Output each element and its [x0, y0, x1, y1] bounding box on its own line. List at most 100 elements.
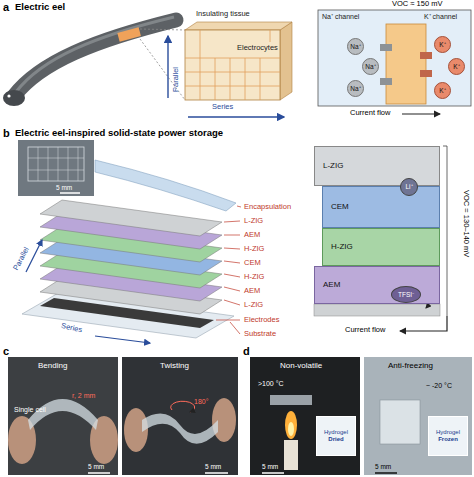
illustration-shape: [224, 248, 240, 249]
illustration-shape: [386, 24, 426, 104]
layer-label: Substrate: [244, 330, 276, 339]
illustration-shape: [95, 160, 236, 211]
layer-label: Encapsulation: [244, 203, 291, 212]
angle-label: 180°: [194, 398, 208, 406]
layer-band: CEM: [322, 186, 440, 228]
illustration-shape: [237, 206, 241, 207]
illustration-shape: [364, 357, 472, 475]
illustration-shape: [185, 58, 280, 59]
node-text: AEM: [323, 281, 340, 290]
node-text: Dried: [328, 436, 343, 443]
node-text: Frozen: [438, 436, 458, 443]
illustration-shape: [28, 158, 84, 159]
ion-circle: Na⁺: [347, 38, 364, 55]
illustration-shape: [250, 357, 360, 475]
photo-title: Twisting: [160, 361, 189, 370]
scale-label: 5 mm: [88, 463, 104, 470]
panel-letter: d: [243, 345, 250, 358]
illustration-shape: [205, 472, 228, 474]
photo-title: Bending: [38, 361, 67, 370]
illustration-shape: [28, 399, 98, 430]
illustration-shape: [167, 36, 168, 98]
channel-label: Na⁺ channel: [322, 13, 359, 21]
photo-title: Non-volatile: [280, 361, 322, 370]
illustration-shape: [117, 27, 141, 41]
illustration-shape: [88, 472, 110, 474]
illustration-shape: [142, 414, 218, 444]
illustration-shape: [230, 322, 240, 334]
illustration-shape: [375, 472, 397, 474]
panel-letter: c: [3, 345, 9, 358]
illustration-shape: [400, 316, 447, 331]
illustration-shape: [38, 147, 39, 181]
layer-band: AEM: [314, 266, 440, 304]
illustration-shape: [58, 147, 59, 181]
illustration-shape: [28, 147, 84, 181]
flow-label: Current flow: [345, 326, 385, 335]
illustration-shape: [171, 401, 195, 412]
layer-label: CEM: [244, 259, 261, 268]
illustration-shape: [18, 140, 94, 196]
illustration-shape: [380, 78, 392, 85]
illustration-shape: [447, 146, 448, 316]
illustration-shape: [212, 398, 236, 442]
temperature-label: ~ -20 °C: [426, 382, 452, 390]
illustration-shape: [16, 17, 174, 92]
illustration-shape: [14, 20, 176, 96]
node-text: H-ZIG: [331, 243, 353, 252]
node-text: CEM: [331, 203, 349, 212]
node-text: Na⁺: [350, 85, 360, 92]
illustration-shape: [185, 72, 280, 73]
layer-band: L-ZIG: [314, 146, 440, 186]
illustration-shape: [95, 336, 150, 343]
photo-label: Single cell: [14, 406, 46, 414]
node-text: Na⁺: [365, 63, 375, 70]
illustration-shape: [40, 200, 222, 236]
illustration-shape: [48, 147, 49, 181]
illustration-shape: [216, 206, 241, 334]
illustration-shape: [7, 94, 10, 97]
part-label: Insulating tissue: [196, 10, 250, 19]
illustration-shape: [185, 30, 280, 100]
layer-label: L-ZIG: [244, 217, 263, 226]
dimension-label: r, 2 mm: [72, 392, 95, 400]
illustration-shape: [314, 304, 440, 316]
panel-letter: a: [3, 1, 9, 14]
panel-letter: b: [3, 127, 10, 140]
photo-title: Anti-freezing: [388, 361, 433, 370]
layer-label: AEM: [244, 231, 260, 240]
ion-circle: K⁺: [448, 58, 465, 75]
layer-label: H-ZIG: [244, 245, 264, 254]
illustration-shape: [185, 30, 280, 100]
node-text: Na⁺: [350, 43, 360, 50]
illustration-shape: [216, 320, 240, 321]
illustration-shape: [420, 70, 432, 77]
illustration-shape: [26, 240, 42, 272]
inset-photo: HydrogelFrozen: [428, 416, 468, 456]
ion-circle: Na⁺: [347, 80, 364, 97]
scale-label: 5 mm: [262, 463, 278, 470]
illustration-shape: [270, 30, 271, 42]
panel-title: Electric eel-inspired solid-state power …: [15, 128, 223, 139]
illustration-shape: [402, 113, 440, 114]
node-text: K⁺: [439, 87, 445, 94]
scale-label: 5 mm: [205, 463, 221, 470]
inset-photo: HydrogelDried: [316, 416, 356, 456]
illustration-shape: [200, 30, 201, 100]
ion-circle: Na⁺: [362, 58, 379, 75]
illustration-shape: [262, 472, 284, 474]
layer-label: Electrodes: [244, 316, 279, 325]
illustration-shape: [215, 58, 216, 100]
node-text: TFSI⁻: [398, 291, 414, 298]
voltage-label: VOC ≈ 150 mV: [392, 0, 442, 9]
illustration-shape: [230, 58, 231, 100]
flow-label: Current flow: [350, 109, 390, 118]
illustration-shape: [224, 287, 240, 291]
voltage-label: VOC = 130–140 mV: [461, 190, 470, 257]
illustration-shape: [280, 22, 292, 100]
illustration-shape: [28, 147, 84, 181]
illustration-shape: [3, 90, 25, 106]
channel-label: K⁺ channel: [424, 13, 457, 21]
illustration-shape: [224, 261, 240, 263]
